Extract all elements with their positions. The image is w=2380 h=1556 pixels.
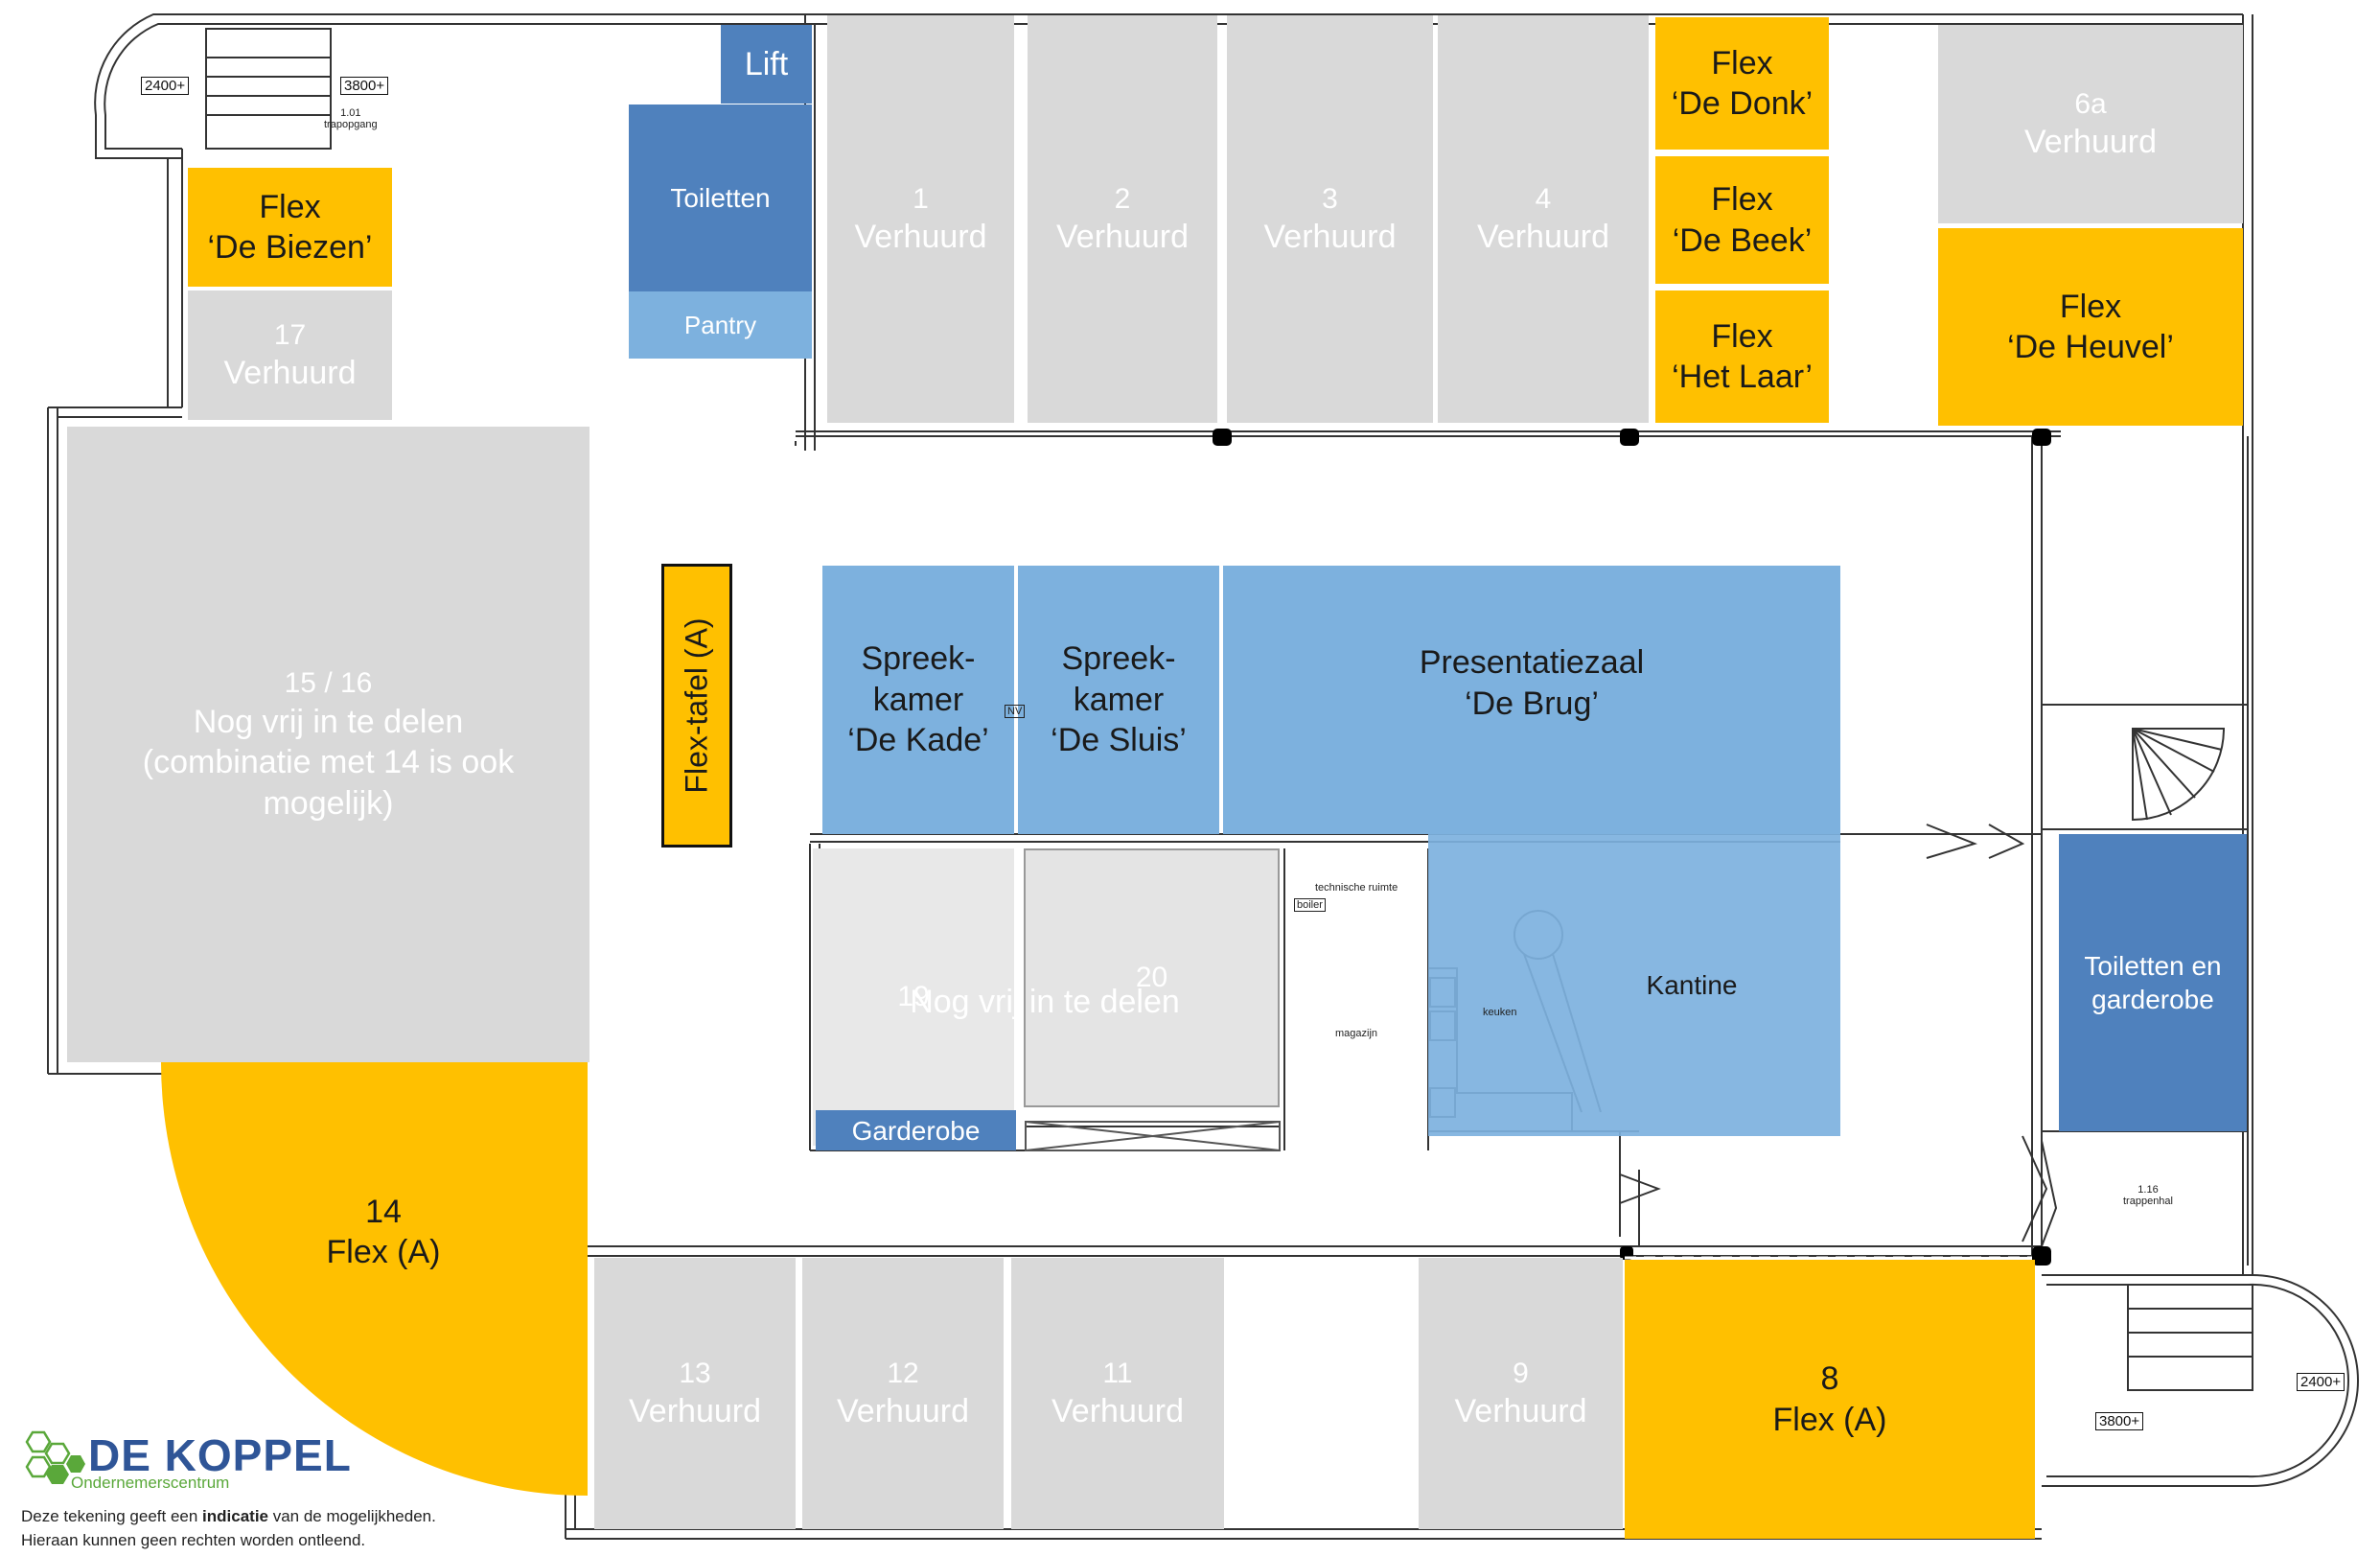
room-20[interactable]: 20 xyxy=(1024,848,1280,1107)
label-technische-ruimte: technische ruimte xyxy=(1315,882,1398,894)
stair-tower-nw xyxy=(94,13,403,159)
label-boiler: boiler xyxy=(1294,898,1326,912)
room-15-16-text: Nog vrij in te delen (combinatie met 14 … xyxy=(142,703,515,822)
label-trapopgang: 1.01 trapopgang xyxy=(324,107,378,130)
disclaimer-line-2: Hieraan kunnen geen rechten worden ontle… xyxy=(21,1531,366,1549)
disclaimer-line-1-post: van de mogelijkheden. xyxy=(268,1507,436,1525)
dimension-label-2400-se: 2400+ xyxy=(2297,1373,2345,1391)
room-19-number: 19 xyxy=(897,981,930,1013)
room-9[interactable]: 9 Verhuurd xyxy=(1419,1258,1623,1529)
outer-wall-west xyxy=(47,407,58,1074)
room-19-20-text: Nog vrij in te delen xyxy=(910,983,1180,1020)
room-17[interactable]: 17 Verhuurd xyxy=(188,290,392,420)
room-12[interactable]: 12 Verhuurd xyxy=(802,1258,1004,1529)
room-3-status: Verhuurd xyxy=(1263,219,1397,255)
room-pantry[interactable]: Pantry xyxy=(629,291,812,359)
room-17-status: Verhuurd xyxy=(223,355,357,391)
room-9-status: Verhuurd xyxy=(1454,1393,1587,1429)
disclaimer-line-1: Deze tekening geeft een indicatie van de… xyxy=(21,1507,436,1526)
dimension-label-3800-se: 3800+ xyxy=(2095,1412,2144,1430)
room-1-status: Verhuurd xyxy=(854,219,987,255)
room-4[interactable]: 4 Verhuurd xyxy=(1438,15,1649,423)
room-12-status: Verhuurd xyxy=(837,1393,969,1429)
room-12-number: 12 xyxy=(887,1357,919,1389)
room-2-status: Verhuurd xyxy=(1056,219,1189,255)
room-flex-de-beek[interactable]: Flex ‘De Beek’ xyxy=(1655,156,1829,284)
dimension-label-3800-nw: 3800+ xyxy=(340,77,389,95)
room-3[interactable]: 3 Verhuurd xyxy=(1227,15,1433,423)
room-6a-number: 6a xyxy=(2074,87,2107,120)
flex-tafel-label: Flex-tafel (A) xyxy=(680,617,715,794)
dimension-label-2400-nw: 2400+ xyxy=(141,77,190,95)
room-toiletten[interactable]: Toiletten xyxy=(629,105,812,291)
room-2[interactable]: 2 Verhuurd xyxy=(1028,15,1217,423)
room-flex-de-donk[interactable]: Flex ‘De Donk’ xyxy=(1655,17,1829,150)
room-15-16-number: 15 / 16 xyxy=(284,667,373,699)
disclaimer-line-1-pre: Deze tekening geeft een xyxy=(21,1507,203,1525)
disclaimer-line-1-bold: indicatie xyxy=(202,1507,268,1525)
room-flex-de-heuvel[interactable]: Flex ‘De Heuvel’ xyxy=(1938,228,2243,426)
room-14-label: 14 Flex (A) xyxy=(326,1193,441,1271)
room-20-number: 20 xyxy=(1135,962,1168,994)
room-11[interactable]: 11 Verhuurd xyxy=(1011,1258,1224,1529)
room-garderobe[interactable]: Garderobe xyxy=(816,1110,1016,1150)
room-toiletten-garderobe[interactable]: Toiletten en garderobe xyxy=(2059,834,2247,1131)
room-17-number: 17 xyxy=(273,318,307,351)
room-1-number: 1 xyxy=(913,182,929,215)
room-6a-status: Verhuurd xyxy=(2024,124,2157,160)
room-19[interactable]: 19 xyxy=(813,848,1014,1146)
logo: DE KOPPEL xyxy=(21,1427,352,1484)
room-4-number: 4 xyxy=(1535,182,1552,215)
room-8[interactable]: 8 Flex (A) xyxy=(1625,1260,2035,1539)
room-13-number: 13 xyxy=(679,1357,711,1389)
logo-subtitle: Ondernemerscentrum xyxy=(71,1474,230,1492)
label-keuken: keuken xyxy=(1483,1007,1517,1018)
room-spreekkamer-de-sluis[interactable]: Spreek- kamer ‘De Sluis’ xyxy=(1018,566,1219,834)
room-11-number: 11 xyxy=(1102,1357,1133,1389)
room-13[interactable]: 13 Verhuurd xyxy=(594,1258,796,1529)
room-kantine[interactable]: Kantine xyxy=(1428,834,1840,1136)
label-magazijn: magazijn xyxy=(1335,1028,1378,1039)
room-11-status: Verhuurd xyxy=(1051,1393,1184,1429)
room-15-16[interactable]: 15 / 16 Nog vrij in te delen (combinatie… xyxy=(67,427,589,1062)
room-4-status: Verhuurd xyxy=(1477,219,1609,255)
logo-name: DE KOPPEL xyxy=(88,1430,352,1480)
room-13-status: Verhuurd xyxy=(629,1393,761,1429)
label-nv: NV xyxy=(1005,705,1026,718)
room-2-number: 2 xyxy=(1114,182,1131,215)
honeycomb-logo-icon xyxy=(25,1430,85,1484)
room-flex-de-biezen[interactable]: Flex ‘De Biezen’ xyxy=(188,168,392,287)
room-9-number: 9 xyxy=(1513,1357,1529,1389)
room-1[interactable]: 1 Verhuurd xyxy=(827,15,1014,423)
spiral-stair xyxy=(2132,728,2226,822)
room-14-shape xyxy=(161,1062,588,1496)
room-lift[interactable]: Lift xyxy=(721,25,812,104)
room-spreekkamer-de-kade[interactable]: Spreek- kamer ‘De Kade’ xyxy=(822,566,1014,834)
stair-tower-se xyxy=(2042,1274,2360,1487)
room-3-number: 3 xyxy=(1322,182,1338,215)
room-flex-het-laar[interactable]: Flex ‘Het Laar’ xyxy=(1655,290,1829,423)
room-presentatiezaal-de-brug[interactable]: Presentatiezaal ‘De Brug’ xyxy=(1223,566,1840,834)
room-6a[interactable]: 6a Verhuurd xyxy=(1938,25,2243,223)
flex-tafel[interactable]: Flex-tafel (A) xyxy=(661,564,732,848)
label-trappenhal: 1.16 trappenhal xyxy=(2123,1184,2173,1207)
